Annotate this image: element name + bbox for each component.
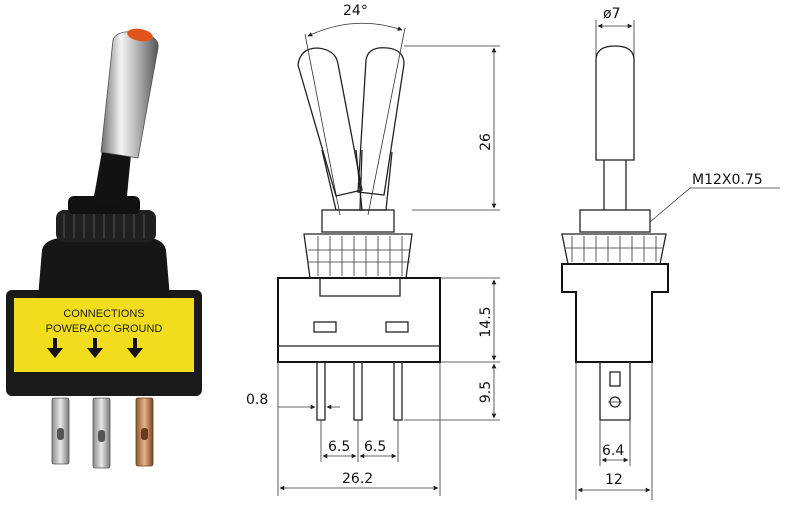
dim-angle: 24°: [343, 3, 368, 19]
dim-body-height: 14.5: [478, 306, 494, 337]
dim-pin-height: 9.5: [478, 381, 494, 403]
dim-body-width: 26.2: [342, 471, 373, 487]
dim-pin-spacing-2: 6.5: [364, 439, 386, 455]
down-arrow-icon: [87, 338, 103, 358]
thread-spec: M12X0.75: [692, 172, 763, 188]
dim-side-width: 12: [605, 472, 623, 488]
dim-pin-thickness: 0.8: [246, 392, 268, 408]
dim-pin-width: 6.4: [602, 443, 624, 459]
front-view-drawing: 24°: [246, 3, 500, 496]
lever-stem: [93, 140, 132, 206]
label-connections: CONNECTIONS: [63, 308, 144, 320]
dim-lever-diameter: ø7: [603, 6, 620, 22]
dim-pin-spacing-1: 6.5: [328, 439, 350, 455]
yellow-label: [14, 298, 194, 372]
side-view-drawing: ø7 M12X0.75 6.4: [561, 6, 780, 500]
down-arrow-icon: [47, 338, 63, 358]
switch-nut: [38, 238, 170, 298]
lever-chrome: [100, 31, 159, 159]
switch-photo: CONNECTIONS POWERACC GROUND: [6, 28, 202, 469]
label-terminals: POWERACC GROUND: [46, 323, 163, 335]
led-indicator: [127, 28, 153, 42]
dim-lever-height: 26: [478, 133, 494, 151]
down-arrow-icon: [127, 338, 143, 358]
